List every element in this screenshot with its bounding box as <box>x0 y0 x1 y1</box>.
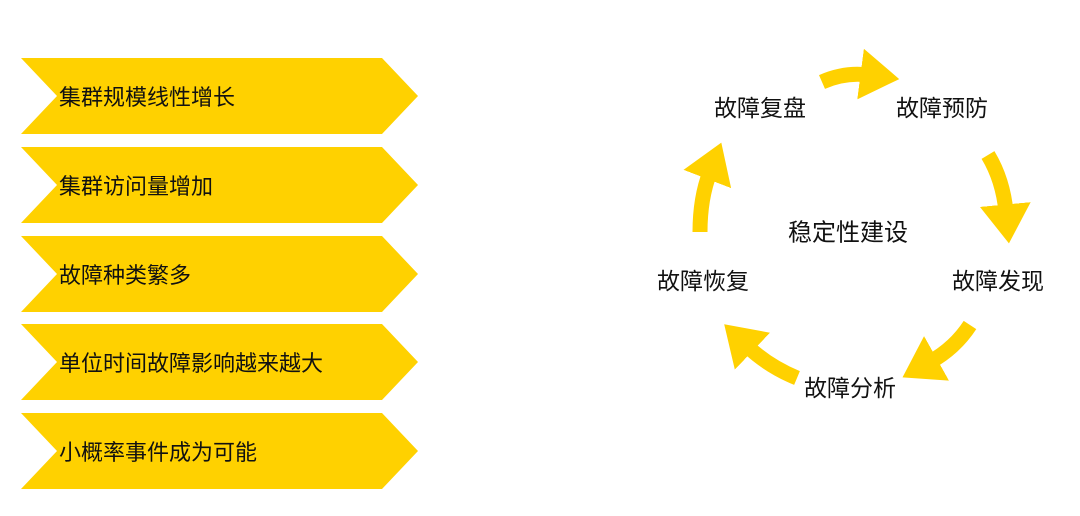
chevron-label: 故障种类繁多 <box>59 264 192 289</box>
chevron-item: 故障种类繁多 <box>21 236 418 312</box>
chevron-label: 集群规模线性增长 <box>59 86 236 111</box>
chevron-item: 小概率事件成为可能 <box>21 413 418 489</box>
cycle-arrow-icon <box>979 151 1031 244</box>
cycle-center-label: 稳定性建设 <box>788 218 908 247</box>
chevron-item: 集群访问量增加 <box>21 147 418 223</box>
stage-label: 故障预防 <box>896 96 988 122</box>
chevron-label: 单位时间故障影响越来越大 <box>59 352 324 377</box>
chevron-label: 集群访问量增加 <box>59 175 214 200</box>
chevron-item: 集群规模线性增长 <box>21 58 418 134</box>
stage-label: 故障复盘 <box>714 96 806 122</box>
stage-label: 故障分析 <box>804 376 896 402</box>
stage-label: 故障发现 <box>952 269 1044 295</box>
stage-label: 故障恢复 <box>657 269 749 295</box>
chevron-label: 小概率事件成为可能 <box>59 441 258 466</box>
cycle-arrow-icon <box>724 324 800 385</box>
cycle-arrow-icon <box>683 142 732 233</box>
cycle-arrow-icon <box>902 320 977 381</box>
chevron-item: 单位时间故障影响越来越大 <box>21 324 418 400</box>
cycle-arrow-icon <box>819 48 900 100</box>
